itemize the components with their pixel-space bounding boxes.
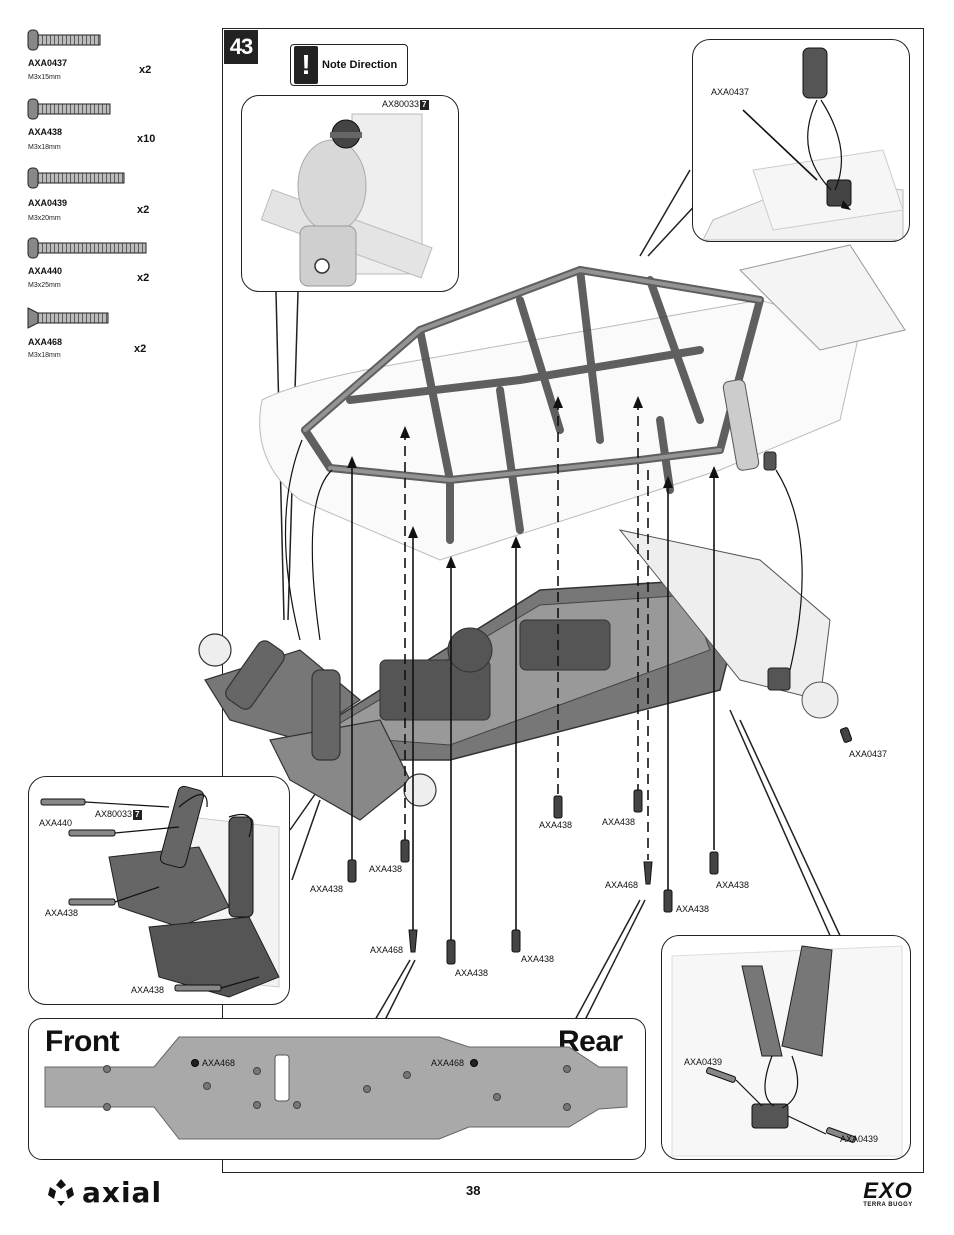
chassis-plate-illustration [44, 1036, 628, 1140]
callout-rear-shock: AXA0437 [692, 39, 910, 242]
step-frame [222, 28, 924, 1173]
axial-logo-icon [48, 1179, 74, 1206]
screw-label: AXA438 [602, 817, 636, 827]
rear-shock-illustration [702, 47, 904, 241]
screw-label: AXA438 [310, 884, 344, 894]
warning-icon: ! [294, 46, 318, 84]
exo-logo-text: EXO [863, 1178, 913, 1203]
chassis-hole-label-a: AXA468 [202, 1058, 236, 1068]
axial-logo: axial [46, 1175, 163, 1209]
part-qty: x2 [139, 64, 152, 76]
part-qty: x2 [137, 204, 150, 216]
screw-illustrations [27, 29, 147, 329]
rear-brace-screw-label-a: AXA0439 [684, 1057, 723, 1067]
screw-label: AXA468 [605, 880, 639, 890]
chassis-hole-label-b: AXA468 [431, 1058, 465, 1068]
note-text: Note Direction [322, 59, 398, 71]
rear-shock-screw-label: AXA0437 [711, 87, 750, 97]
part-size: M3x18mm [28, 352, 61, 359]
screw-label: AXA468 [370, 945, 404, 955]
front-screw-label-b: AXA438 [45, 908, 79, 918]
part-qty: x2 [137, 272, 150, 284]
exo-logo-subtext: TERRA BUGGY [863, 1202, 913, 1208]
step-number: 43 [224, 30, 258, 64]
screw-label: AXA438 [455, 968, 489, 978]
screw-icon [27, 98, 111, 120]
note-direction-box: ! Note Direction [290, 44, 408, 86]
rear-brace-illustration [671, 945, 903, 1157]
screw-label: AXA438 [539, 820, 573, 830]
exo-logo: EXO TERRA BUGGY [855, 1178, 921, 1209]
front-screw-label-a: AXA440 [39, 818, 73, 828]
screw-label: AXA438 [369, 864, 403, 874]
axial-logo-text: axial [82, 1175, 163, 1209]
screw-icon [27, 29, 101, 51]
ball-stud-illustration [260, 113, 433, 287]
part-size: M3x25mm [28, 282, 61, 289]
part-qty: x2 [134, 343, 147, 355]
step-ref-tag: 7 [133, 809, 142, 820]
page-number: 38 [466, 1183, 481, 1198]
screw-icon [27, 307, 109, 329]
part-size: M3x18mm [28, 144, 61, 151]
rear-brace-screw-label-b: AXA0439 [840, 1134, 879, 1144]
part-qty: x10 [137, 133, 156, 145]
part-size: M3x15mm [28, 74, 61, 81]
screw-label: AXA438 [521, 954, 555, 964]
screw-icon [27, 167, 125, 189]
screw-label: AXA438 [676, 904, 710, 914]
part-code: AXA0439 [28, 198, 68, 208]
front-detail-illustration [40, 785, 280, 998]
front-label: Front [45, 1025, 120, 1058]
part-code: AXA440 [28, 266, 63, 276]
screw-label: AXA438 [716, 880, 750, 890]
chassis-plate-panel: Front Rear AXA468 AXA468 [28, 1018, 646, 1160]
callout-rear-brace: AXA0439 AXA0439 [661, 935, 911, 1160]
part-size: M3x20mm [28, 215, 61, 222]
screw-icon [27, 237, 147, 259]
front-screw-label-c: AXA438 [131, 985, 165, 995]
part-code: AXA0437 [28, 58, 68, 68]
part-code: AXA438 [28, 127, 63, 137]
step-ref-tag: 7 [420, 99, 429, 110]
part-code: AXA468 [28, 337, 63, 347]
screw-label: AXA0437 [849, 749, 888, 759]
